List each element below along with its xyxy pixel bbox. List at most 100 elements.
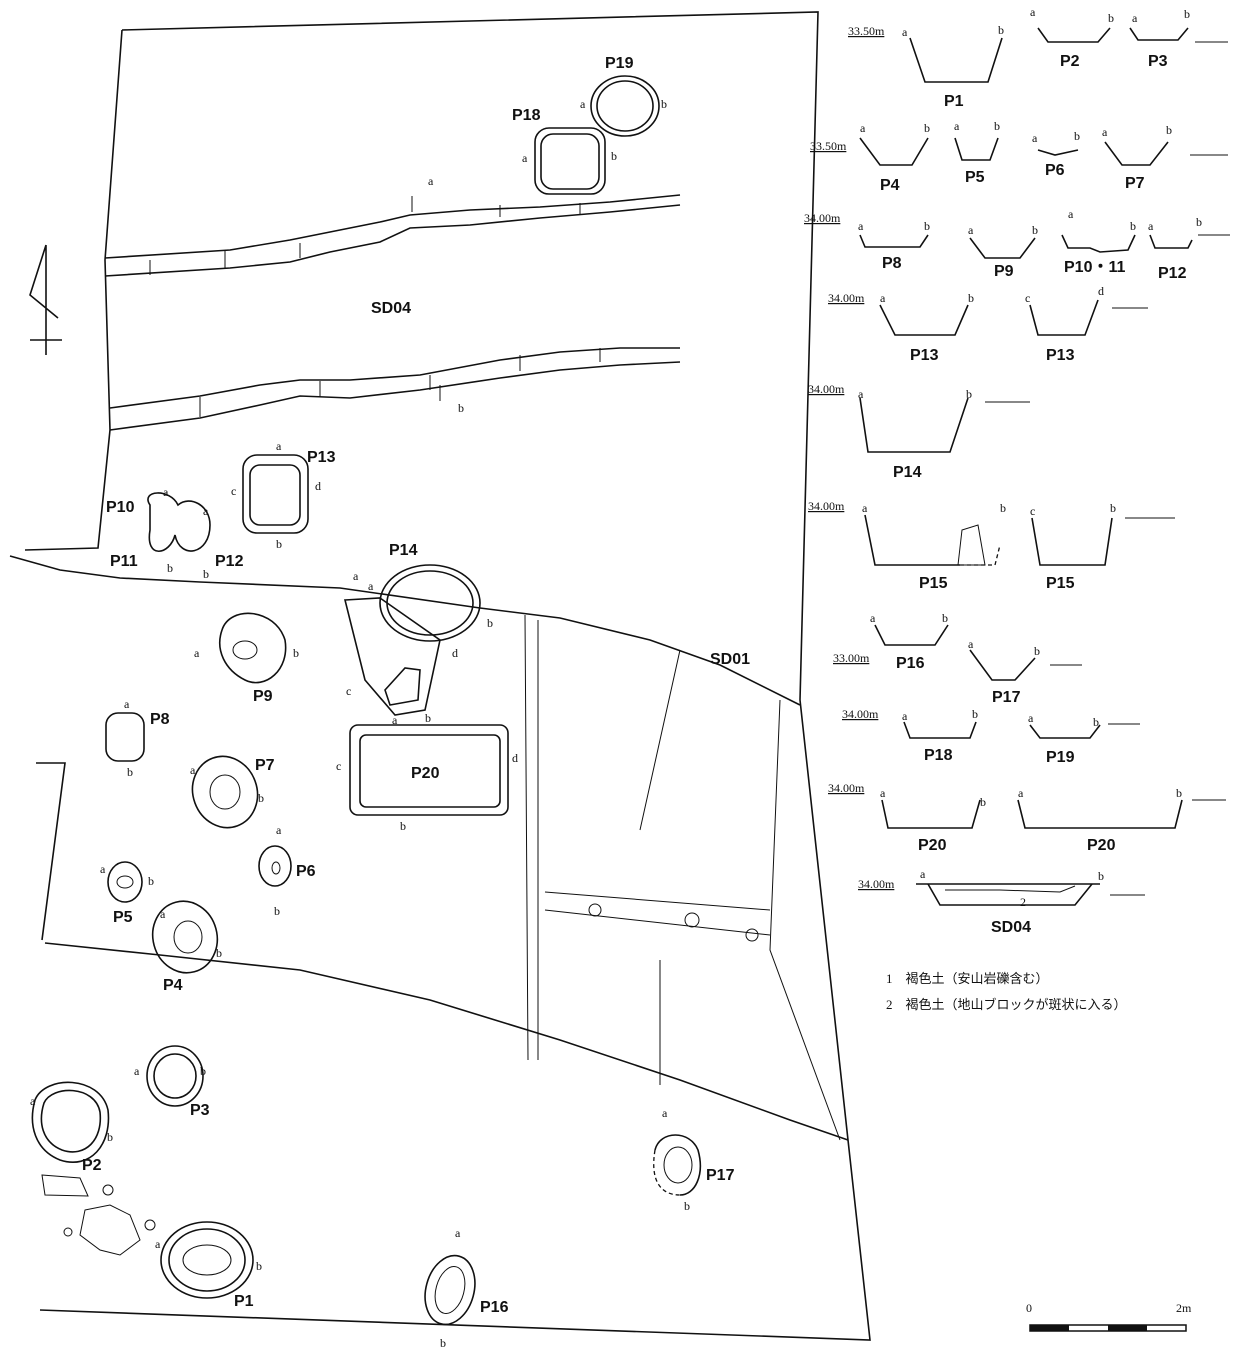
label-p16: P16 [480, 1299, 509, 1316]
elev-label-row1: 33.50m [848, 24, 885, 38]
svg-text:a: a [580, 97, 586, 111]
svg-text:b: b [293, 646, 299, 660]
svg-text:b: b [200, 1064, 206, 1078]
ditch-sd04 [104, 194, 681, 431]
svg-text:a: a [368, 579, 374, 593]
section-p13-b: P13 [1046, 347, 1075, 364]
section-p20-a: P20 [918, 837, 947, 854]
svg-text:b: b [1034, 644, 1040, 658]
section-p4: P4 [880, 177, 900, 194]
svg-text:b: b [1108, 11, 1114, 25]
label-p4: P4 [163, 977, 183, 994]
section-p18: P18 [924, 747, 953, 764]
svg-text:b: b [148, 874, 154, 888]
section-p15-b: P15 [1046, 575, 1075, 592]
svg-text:b: b [1098, 869, 1104, 883]
svg-text:b: b [425, 711, 431, 725]
svg-text:d: d [452, 646, 458, 660]
svg-text:b: b [203, 567, 209, 581]
svg-text:a: a [662, 1106, 668, 1120]
svg-text:a: a [902, 709, 908, 723]
stone-cluster [41, 903, 759, 1256]
section-p20-b: P20 [1087, 837, 1116, 854]
pit-p4 [151, 900, 219, 974]
svg-text:a: a [1132, 11, 1138, 25]
svg-text:a: a [862, 501, 868, 515]
label-p19: P19 [605, 55, 634, 72]
label-p5: P5 [113, 909, 133, 926]
section-p17: P17 [992, 689, 1021, 706]
section-p6: P6 [1045, 162, 1065, 179]
pit-p3 [146, 1045, 204, 1107]
label-p20: P20 [411, 765, 440, 782]
svg-text:b: b [998, 23, 1004, 37]
pit-p17 [653, 1134, 702, 1196]
svg-text:a: a [860, 121, 866, 135]
pit-p5 [107, 861, 143, 903]
svg-text:d: d [512, 751, 518, 765]
elev-label-row7: 33.00m [833, 651, 870, 665]
svg-text:b: b [256, 1259, 262, 1273]
label-p18: P18 [512, 107, 541, 124]
label-p17: P17 [706, 1167, 735, 1184]
pit-p8 [105, 712, 145, 762]
trench-outline [39, 11, 871, 1341]
section-p2: P2 [1060, 53, 1080, 70]
pit-p10-p12 [147, 492, 211, 552]
svg-text:a: a [163, 485, 169, 499]
scale-bar: 0 2m [1026, 1301, 1192, 1332]
svg-text:a: a [392, 713, 398, 727]
section-p19: P19 [1046, 749, 1075, 766]
svg-text:b: b [487, 616, 493, 630]
svg-text:b: b [216, 946, 222, 960]
svg-text:a: a [522, 151, 528, 165]
svg-text:c: c [231, 484, 236, 498]
section-p14: P14 [893, 464, 922, 481]
pit-p14 [343, 564, 481, 716]
svg-text:a: a [428, 174, 434, 188]
svg-text:a: a [880, 786, 886, 800]
svg-text:a: a [203, 504, 209, 518]
pit-p9 [218, 612, 287, 684]
svg-text:c: c [336, 759, 341, 773]
trench-left-lower [36, 762, 66, 941]
section-p8: P8 [882, 255, 902, 272]
svg-text:b: b [966, 387, 972, 401]
svg-text:b: b [1074, 129, 1080, 143]
section-p15-a: P15 [919, 575, 948, 592]
svg-text:b: b [1130, 219, 1136, 233]
pit-p1 [160, 1221, 254, 1299]
svg-text:a: a [920, 867, 926, 881]
pit-p13 [242, 454, 309, 534]
svg-text:a: a [1102, 125, 1108, 139]
svg-text:b: b [127, 765, 133, 779]
svg-text:c: c [1025, 291, 1030, 305]
legend-item-1: 1 褐色土（安山岩礫含む） [886, 971, 1049, 986]
svg-text:b: b [980, 795, 986, 809]
svg-text:a: a [1018, 786, 1024, 800]
svg-text:b: b [684, 1199, 690, 1213]
svg-text:d: d [1098, 284, 1104, 298]
section-sd04: SD04 [991, 919, 1031, 936]
elev-label-row10: 34.00m [858, 877, 895, 891]
svg-text:b: b [1166, 123, 1172, 137]
svg-text:b: b [1110, 501, 1116, 515]
svg-text:a: a [858, 219, 864, 233]
label-p6: P6 [296, 863, 316, 880]
svg-text:a: a [276, 823, 282, 837]
svg-text:b: b [107, 1130, 113, 1144]
pit-p16 [424, 1254, 476, 1326]
label-p3: P3 [190, 1102, 210, 1119]
svg-text:a: a [1030, 5, 1036, 19]
section-p5: P5 [965, 169, 985, 186]
svg-text:b: b [994, 119, 1000, 133]
elev-label-row9: 34.00m [828, 781, 865, 795]
svg-text:b: b [924, 121, 930, 135]
svg-text:a: a [1068, 207, 1074, 221]
elev-label-row6: 34.00m [808, 499, 845, 513]
pit-p18 [534, 127, 606, 195]
svg-text:d: d [315, 479, 321, 493]
